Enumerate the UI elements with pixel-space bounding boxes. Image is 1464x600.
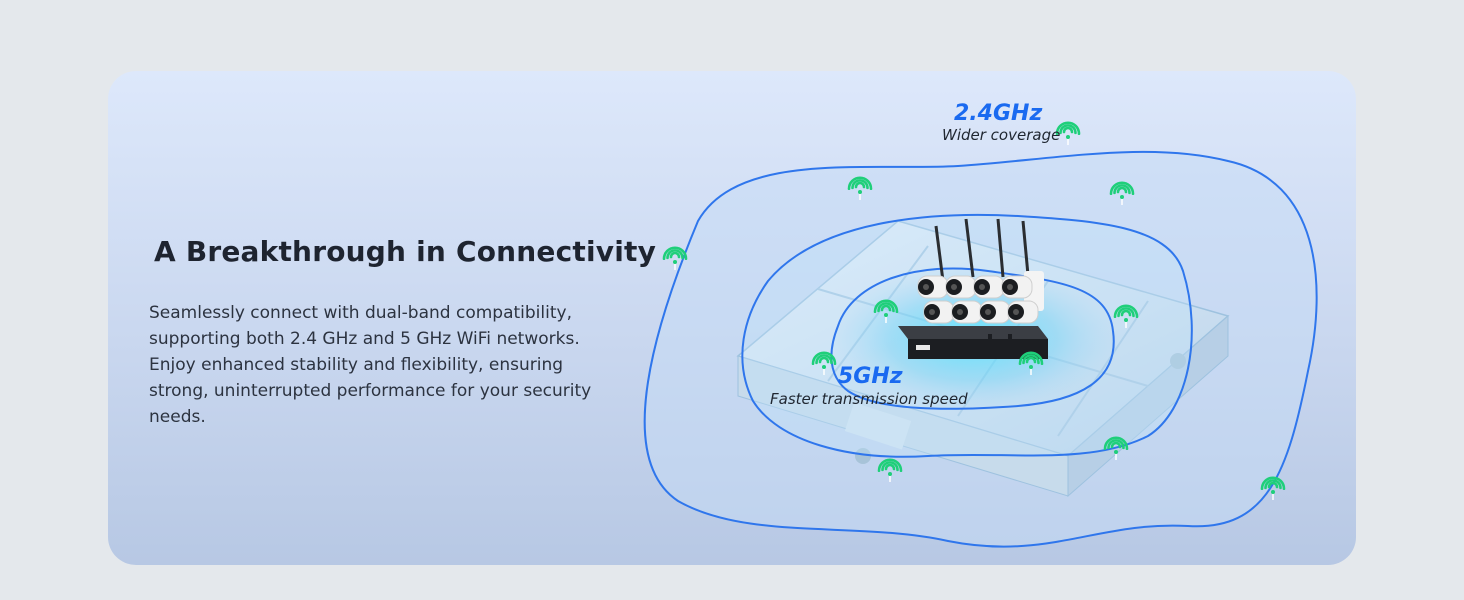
coverage-illustration: 2.4GHz Wider coverage 5GHz Faster transm… [628, 101, 1328, 561]
wifi-signal-icon [877, 458, 903, 482]
wifi-signal-icon [873, 299, 899, 323]
feature-card: A Breakthrough in Connectivity Seamlessl… [108, 71, 1356, 565]
wifi-signal-icon [847, 176, 873, 200]
band-24ghz-caption: Wider coverage [942, 126, 1061, 144]
coverage-graphic [643, 121, 1318, 548]
band-24ghz-label: 2.4GHz [954, 101, 1043, 126]
band-5ghz-caption: Faster transmission speed [770, 390, 968, 408]
wifi-signal-icon [1113, 304, 1139, 328]
wifi-signal-icon [1260, 476, 1286, 500]
nvr-recorder-icon [898, 326, 1048, 359]
wifi-signal-icon [1055, 121, 1081, 145]
camera-group [917, 218, 1044, 324]
description: Seamlessly connect with dual-band compat… [149, 303, 592, 427]
wifi-signal-icon [811, 351, 837, 375]
wifi-signal-icon [1109, 181, 1135, 205]
camera-icon [934, 218, 1030, 282]
wifi-signal-icon [1103, 436, 1129, 460]
band-5ghz-label: 5GHz [838, 364, 903, 389]
wifi-signal-icon [662, 246, 688, 270]
wifi-signal-icon [1018, 351, 1044, 375]
headline: A Breakthrough in Connectivity [154, 235, 657, 268]
